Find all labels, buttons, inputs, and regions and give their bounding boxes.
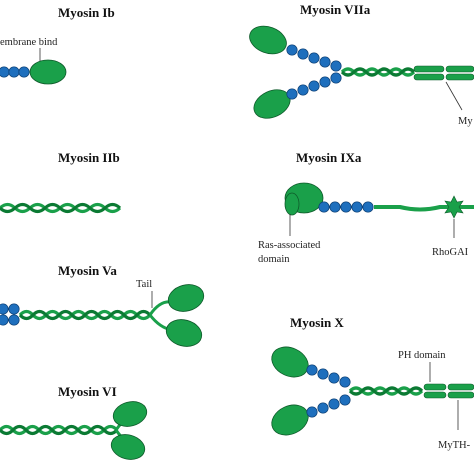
panel-myosin-viia: Myosin VIIa My [249, 2, 474, 127]
cargo-domain-va-top [167, 284, 205, 312]
title-myosin-iib: Myosin IIb [58, 150, 120, 165]
coiled-coil-x [348, 386, 424, 396]
title-myosin-vi: Myosin VI [58, 384, 117, 399]
ph-domains-x [423, 383, 474, 399]
label-myth: My [458, 116, 473, 127]
coiled-coil-iib [0, 202, 122, 214]
coiled-coil-viia [340, 67, 416, 77]
cargo-domain-vi-bottom [110, 434, 146, 460]
cargo-domain-va-bottom [165, 319, 203, 347]
light-chains-x [306, 364, 351, 418]
label-tail: Tail [136, 279, 152, 290]
coiled-coil-vi [0, 424, 119, 436]
label-ph-domain: PH domain [398, 350, 446, 361]
cargo-domain-vi-top [112, 401, 148, 427]
label-ras-associated: Ras-associated [258, 240, 321, 251]
label-myth-x: MyTH- [438, 440, 471, 451]
title-myosin-ixa: Myosin IXa [296, 150, 362, 165]
panel-myosin-ixa: Myosin IXa Ras-associated domain RhoGAI [258, 150, 474, 265]
ras-associated-domain-shape [284, 192, 300, 216]
panel-myosin-iib: Myosin IIb [0, 150, 122, 214]
motor-head-x-bottom [271, 404, 309, 436]
tail-ixa [374, 205, 474, 212]
light-chains-viia [286, 44, 342, 100]
title-myosin-ib: Myosin Ib [58, 5, 115, 20]
tail-domains-viia [413, 65, 474, 81]
motor-head-viia-top [249, 25, 287, 55]
title-myosin-va: Myosin Va [58, 263, 117, 278]
title-myosin-x: Myosin X [290, 315, 344, 330]
label-domain: domain [258, 254, 290, 265]
light-chains-va [0, 303, 20, 326]
title-myosin-viia: Myosin VIIa [300, 2, 371, 17]
tail-domain-ib [29, 59, 67, 85]
panel-myosin-vi: Myosin VI [0, 384, 148, 460]
panel-myosin-x: Myosin X PH domain MyTH- [271, 315, 474, 451]
rhogap-domain-shape [444, 195, 464, 219]
pointer-viia [445, 81, 463, 111]
panel-myosin-va: Myosin Va Tail [0, 263, 205, 347]
motor-head-viia-bottom [253, 89, 291, 119]
light-chains-ib [0, 66, 30, 78]
coiled-coil-va [18, 309, 152, 321]
light-chains-ixa [318, 201, 374, 213]
motor-head-x-top [271, 346, 309, 378]
panel-myosin-ib: Myosin Ib embrane bind [0, 5, 115, 85]
label-membrane-bind: embrane bind [0, 37, 58, 48]
label-rhogap: RhoGAI [432, 247, 469, 258]
